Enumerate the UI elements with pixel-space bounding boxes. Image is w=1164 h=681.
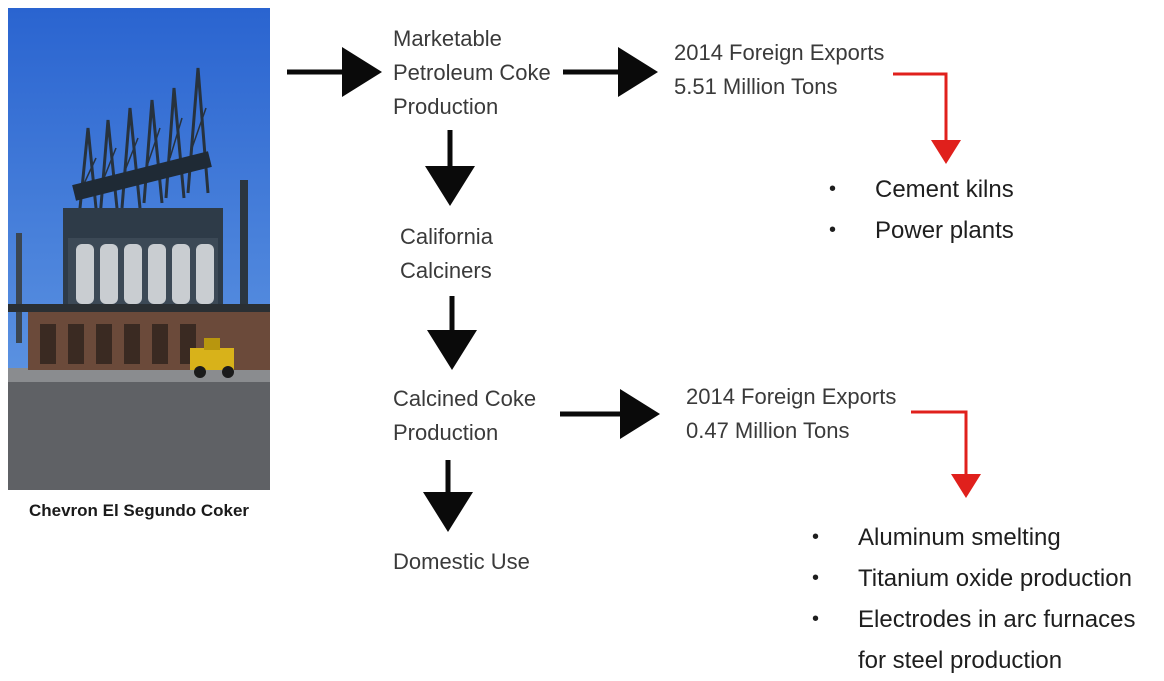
use-electrodes-arc-furnaces: Electrodes in arc furnaces xyxy=(858,606,1136,633)
node-exports-petcoke: 2014 Foreign Exports 5.51 Million Tons xyxy=(674,40,885,99)
use-cement-kilns: Cement kilns xyxy=(875,176,1014,203)
use-titanium-oxide: Titanium oxide production xyxy=(858,565,1132,592)
node-california-calciners: California Calciners xyxy=(400,224,493,283)
photo-caption: Chevron El Segundo Coker xyxy=(28,501,250,520)
list-item: Power plants xyxy=(829,210,1014,251)
use-electrodes-continuation: for steel production xyxy=(858,647,1063,674)
coker-photo xyxy=(8,8,270,490)
elbow-arrow-petcoke-uses xyxy=(893,72,961,164)
petcoke-uses-list: Cement kilns Power plants xyxy=(829,169,1014,251)
list-item: Titanium oxide production xyxy=(812,558,1135,599)
use-aluminum-smelting: Aluminum smelting xyxy=(858,524,1061,551)
use-power-plants: Power plants xyxy=(875,217,1014,244)
elbow-arrow-calcined-uses xyxy=(911,410,981,498)
coker-photo-illustration xyxy=(8,8,270,490)
node-domestic-use: Domestic Use xyxy=(393,549,530,574)
node-calcined-coke-production: Calcined Coke Production xyxy=(393,386,537,445)
node-marketable-petroleum-coke: Marketable Petroleum Coke Production xyxy=(393,26,551,119)
list-item: Cement kilns xyxy=(829,169,1014,210)
list-item: Electrodes in arc furnaces for steel prod… xyxy=(812,599,1135,681)
calcined-uses-list: Aluminum smelting Titanium oxide product… xyxy=(812,517,1135,681)
node-exports-calcined: 2014 Foreign Exports 0.47 Million Tons xyxy=(686,384,897,443)
list-item: Aluminum smelting xyxy=(812,517,1135,558)
